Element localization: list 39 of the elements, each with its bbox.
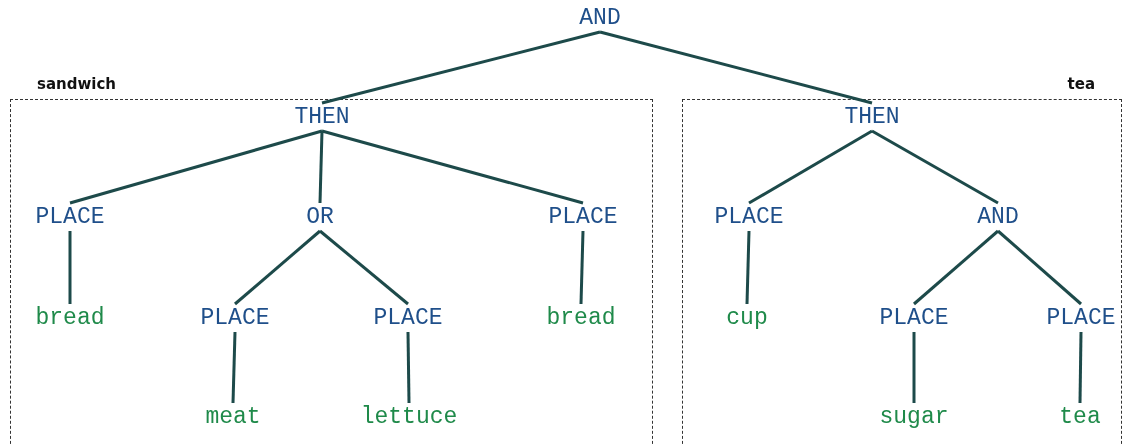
leaf-label: tea xyxy=(1059,404,1101,430)
group-heading: tea xyxy=(1067,75,1095,93)
tree-branch xyxy=(997,229,1082,306)
leaf-label: cup xyxy=(726,305,768,331)
tree-branch xyxy=(745,230,751,305)
operator-label: THEN xyxy=(844,104,900,130)
leaf-label: sugar xyxy=(879,404,949,430)
operator-label: OR xyxy=(306,204,334,230)
leaf-label: bread xyxy=(35,305,105,331)
leaf-label: lettuce xyxy=(360,404,458,430)
operator-label: PLACE xyxy=(373,305,443,331)
tree-branch xyxy=(871,129,999,205)
tree-branch xyxy=(406,331,411,404)
operator-label: AND xyxy=(579,5,621,31)
tree-branch xyxy=(912,332,916,403)
operator-label: PLACE xyxy=(714,204,784,230)
tree-branch xyxy=(579,230,585,305)
operator-label: THEN xyxy=(294,104,350,130)
tree-branch xyxy=(68,231,72,304)
tree-branch xyxy=(913,229,999,306)
operator-label: PLACE xyxy=(1046,305,1116,331)
operator-label: PLACE xyxy=(35,204,105,230)
tree-branch xyxy=(1078,331,1083,404)
tree-branch xyxy=(599,30,873,105)
tree-branch xyxy=(234,229,321,306)
operator-label: AND xyxy=(977,204,1019,230)
leaf-label: bread xyxy=(546,305,616,331)
tree-branch xyxy=(748,129,873,205)
group-heading: sandwich xyxy=(37,75,117,93)
operator-label: PLACE xyxy=(548,204,618,230)
leaf-label: meat xyxy=(205,404,261,430)
operator-label: PLACE xyxy=(879,305,949,331)
tree-branch xyxy=(319,229,409,306)
tree-branch xyxy=(69,129,323,205)
tree-branch xyxy=(321,30,601,105)
tree-branch xyxy=(318,130,324,204)
tree-branch xyxy=(321,129,584,205)
tree-branch xyxy=(231,331,237,404)
operator-label: PLACE xyxy=(200,305,270,331)
